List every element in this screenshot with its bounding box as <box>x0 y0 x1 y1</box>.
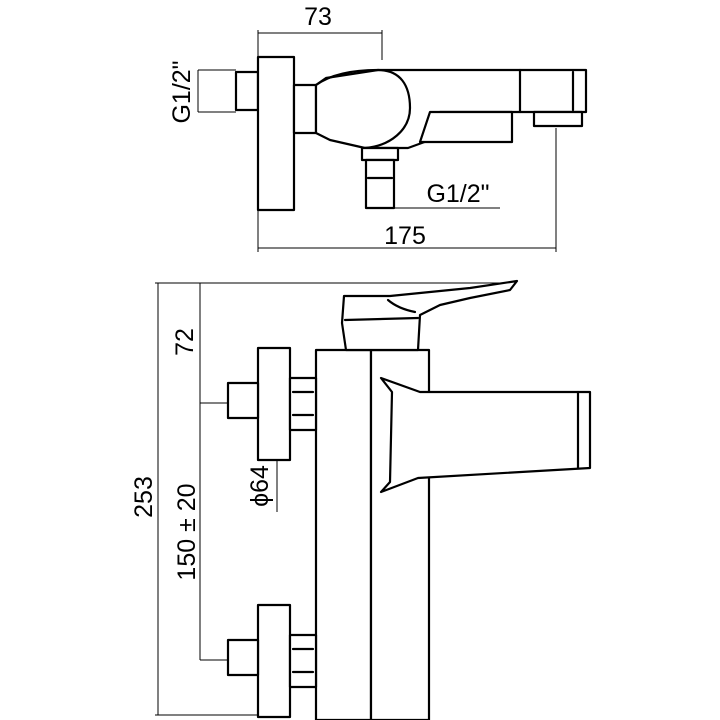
inlet-pipe-top <box>364 158 396 210</box>
spout-body-top <box>418 110 514 144</box>
top-view: 73 175 G1/2" G1/2" <box>168 3 588 252</box>
dim-253-label: 253 <box>130 476 158 518</box>
lower-wall-connector <box>226 638 260 677</box>
lever-front <box>340 279 519 352</box>
upper-nut <box>288 376 318 432</box>
upper-wall-connector <box>226 381 260 420</box>
lower-wall-flange <box>256 603 292 719</box>
dim-72-label: 72 <box>171 328 199 356</box>
spout-front <box>379 376 592 494</box>
lever-detail <box>386 298 417 314</box>
dim-150-label: 150 ± 20 <box>173 483 201 580</box>
spout-tip-top <box>532 110 584 128</box>
nut-top <box>292 83 318 135</box>
lever-outline-top <box>314 68 412 150</box>
upper-wall-flange <box>256 346 292 462</box>
thread-left-label: G1/2" <box>168 60 196 123</box>
thread-bottom-label: G1/2" <box>426 180 489 208</box>
lower-nut <box>288 633 318 689</box>
lever-base-line <box>343 316 420 322</box>
dim-175-label: 175 <box>384 222 426 250</box>
wall-flange-top <box>256 55 296 212</box>
mixer-body-front <box>314 348 373 720</box>
dim-73-label: 73 <box>304 3 332 31</box>
wall-connector-top <box>234 70 260 112</box>
front-view: 253 72 150 ± 20 ϕ64 <box>130 279 592 720</box>
inlet-nut-top <box>360 146 400 162</box>
dim-phi64-label: ϕ64 <box>246 465 274 507</box>
